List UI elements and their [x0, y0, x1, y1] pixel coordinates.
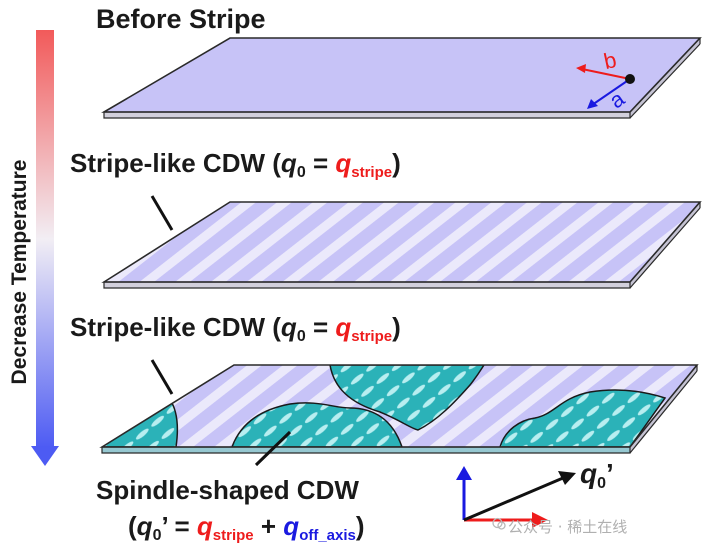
spindle-domain: [498, 389, 667, 447]
lattice-axes-icon: [576, 64, 635, 109]
wechat-icon: [492, 517, 506, 530]
label-spindle-cdw: Spindle-shaped CDW: [96, 475, 359, 505]
label-before-stripe: Before Stripe: [96, 4, 266, 34]
label-spindle-equation: (q0’ = qstripe + qoff_axis): [128, 511, 365, 544]
watermark-text: 公众号 · 稀土在线: [508, 518, 628, 536]
label-stripe-cdw-2: Stripe-like CDW (q0 = qstripe): [70, 312, 401, 345]
q-vector-diagram-icon: [456, 466, 576, 528]
temperature-gradient-arrow-icon: [31, 30, 59, 466]
vector-label-q0-prime: q0’: [580, 458, 614, 492]
slab-before-stripe: [101, 37, 702, 119]
label-stripe-cdw-1: Stripe-like CDW (q0 = qstripe): [70, 148, 401, 181]
spindle-domain: [329, 365, 486, 431]
spindle-domain: [230, 402, 404, 447]
slab-stripe-cdw: [101, 195, 702, 289]
slab-spindle-cdw: [99, 359, 699, 467]
